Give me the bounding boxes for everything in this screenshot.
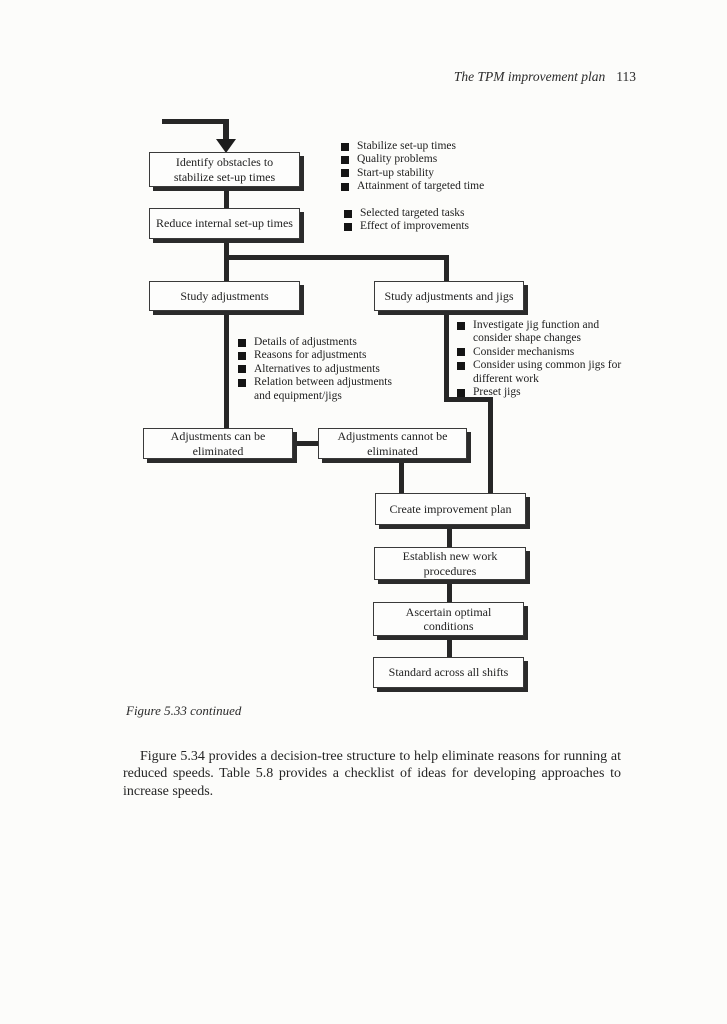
running-head-title: The TPM improvement plan — [453, 69, 606, 84]
bullet-text: Consider using common jigs for different… — [473, 359, 622, 385]
connector-jigs-to-create — [488, 397, 493, 495]
bullet-square-icon — [341, 169, 349, 178]
bullet-text: Relation between adjustments and equipme… — [254, 376, 392, 402]
entry-line-horizontal — [162, 119, 229, 124]
list-item: Selected targeted tasks — [344, 207, 564, 220]
bullet-square-icon — [238, 365, 246, 374]
bullet-square-icon — [341, 182, 349, 191]
connector-jigs-jog-horizontal — [444, 397, 493, 402]
bullet-square-icon — [341, 142, 349, 151]
entry-line-vertical — [223, 119, 229, 142]
bullet-text: Stabilize set-up times — [357, 140, 457, 152]
bullet-text: Selected targeted tasks — [360, 207, 465, 219]
connector-reduce-to-study — [224, 238, 229, 283]
flow-box-ascertain-conditions: Ascertain optimal conditions — [373, 602, 524, 636]
bullet-text: Consider mechanisms — [473, 345, 575, 358]
list-item: Attainment of targeted time — [341, 180, 561, 193]
arrow-down-icon — [216, 139, 236, 153]
bullet-square-icon — [457, 361, 465, 370]
connector-ascertain-to-standard — [447, 635, 452, 658]
list-item: Quality problems — [341, 153, 561, 166]
list-item: Investigate jig function and consider sh… — [457, 319, 632, 346]
flow-box-create-improvement-plan: Create improvement plan — [375, 493, 526, 525]
bullet-text: Quality problems — [357, 153, 438, 166]
page-header: The TPM improvement plan 113 — [454, 69, 636, 85]
list-item: Consider mechanisms — [457, 346, 632, 359]
list-item: Effect of improvements — [344, 220, 564, 233]
flow-box-study-adjustments: Study adjustments — [149, 281, 300, 311]
bullet-text: Alternatives to adjustments — [254, 362, 380, 375]
list-item: Alternatives to adjustments — [238, 363, 413, 376]
page-number: 113 — [616, 69, 636, 84]
connector-identify-to-reduce — [224, 187, 229, 208]
bullet-text: Details of adjustments — [254, 336, 357, 348]
bullet-square-icon — [238, 351, 246, 360]
flow-box-identify-obstacles: Identify obstacles to stabilize set-up t… — [149, 152, 300, 187]
bullet-text: Preset jigs — [473, 386, 521, 399]
list-item: Start-up stability — [341, 167, 561, 180]
connector-branch-to-jigs — [444, 255, 449, 282]
list-item: Relation between adjustments and equipme… — [238, 376, 413, 403]
flow-box-cannot-be-eliminated: Adjustments cannot be eliminated — [318, 428, 467, 459]
flow-box-standard-all-shifts: Standard across all shifts — [373, 657, 524, 688]
bullet-list-setup-obstacles: Stabilize set-up times Quality problems … — [341, 140, 561, 194]
bullet-text: Start-up stability — [357, 166, 434, 179]
bullet-square-icon — [457, 321, 465, 330]
flow-box-can-be-eliminated: Adjustments can be eliminated — [143, 428, 293, 459]
flow-box-study-adjustments-jigs: Study adjustments and jigs — [374, 281, 524, 311]
list-item: Reasons for adjustments — [238, 349, 413, 362]
bullet-square-icon — [238, 378, 246, 387]
connector-study-to-can-eliminate — [224, 311, 229, 430]
connector-branch-horizontal — [224, 255, 449, 260]
body-paragraph: Figure 5.34 provides a decision-tree str… — [123, 749, 621, 799]
connector-can-to-cannot — [293, 441, 318, 446]
figure-caption: Figure 5.33 continued — [126, 703, 242, 718]
bullet-list-reduce-notes: Selected targeted tasks Effect of improv… — [344, 207, 564, 234]
bullet-square-icon — [344, 209, 352, 218]
flow-box-reduce-setup: Reduce internal set-up times — [149, 208, 300, 239]
connector-jigs-down — [444, 310, 449, 402]
list-item: Consider using common jigs for different… — [457, 359, 632, 386]
list-item: Preset jigs — [457, 386, 632, 399]
bullet-square-icon — [457, 348, 465, 357]
bullet-text: Effect of improvements — [360, 220, 470, 233]
connector-create-to-establish — [447, 524, 452, 548]
bullet-text: Attainment of targeted time — [357, 180, 485, 193]
connector-cannot-to-create — [399, 458, 404, 495]
connector-establish-to-ascertain — [447, 579, 452, 603]
bullet-list-jig-notes: Investigate jig function and consider sh… — [457, 319, 632, 399]
bullet-square-icon — [238, 338, 246, 347]
bullet-square-icon — [344, 222, 352, 231]
bullet-list-adjustment-notes: Details of adjustments Reasons for adjus… — [238, 336, 413, 403]
bullet-text: Investigate jig function and consider sh… — [473, 319, 600, 345]
bullet-square-icon — [457, 388, 465, 397]
list-item: Stabilize set-up times — [341, 140, 561, 153]
bullet-square-icon — [341, 155, 349, 164]
flow-box-establish-procedures: Establish new work procedures — [374, 547, 526, 580]
list-item: Details of adjustments — [238, 336, 413, 349]
bullet-text: Reasons for adjustments — [254, 349, 367, 362]
